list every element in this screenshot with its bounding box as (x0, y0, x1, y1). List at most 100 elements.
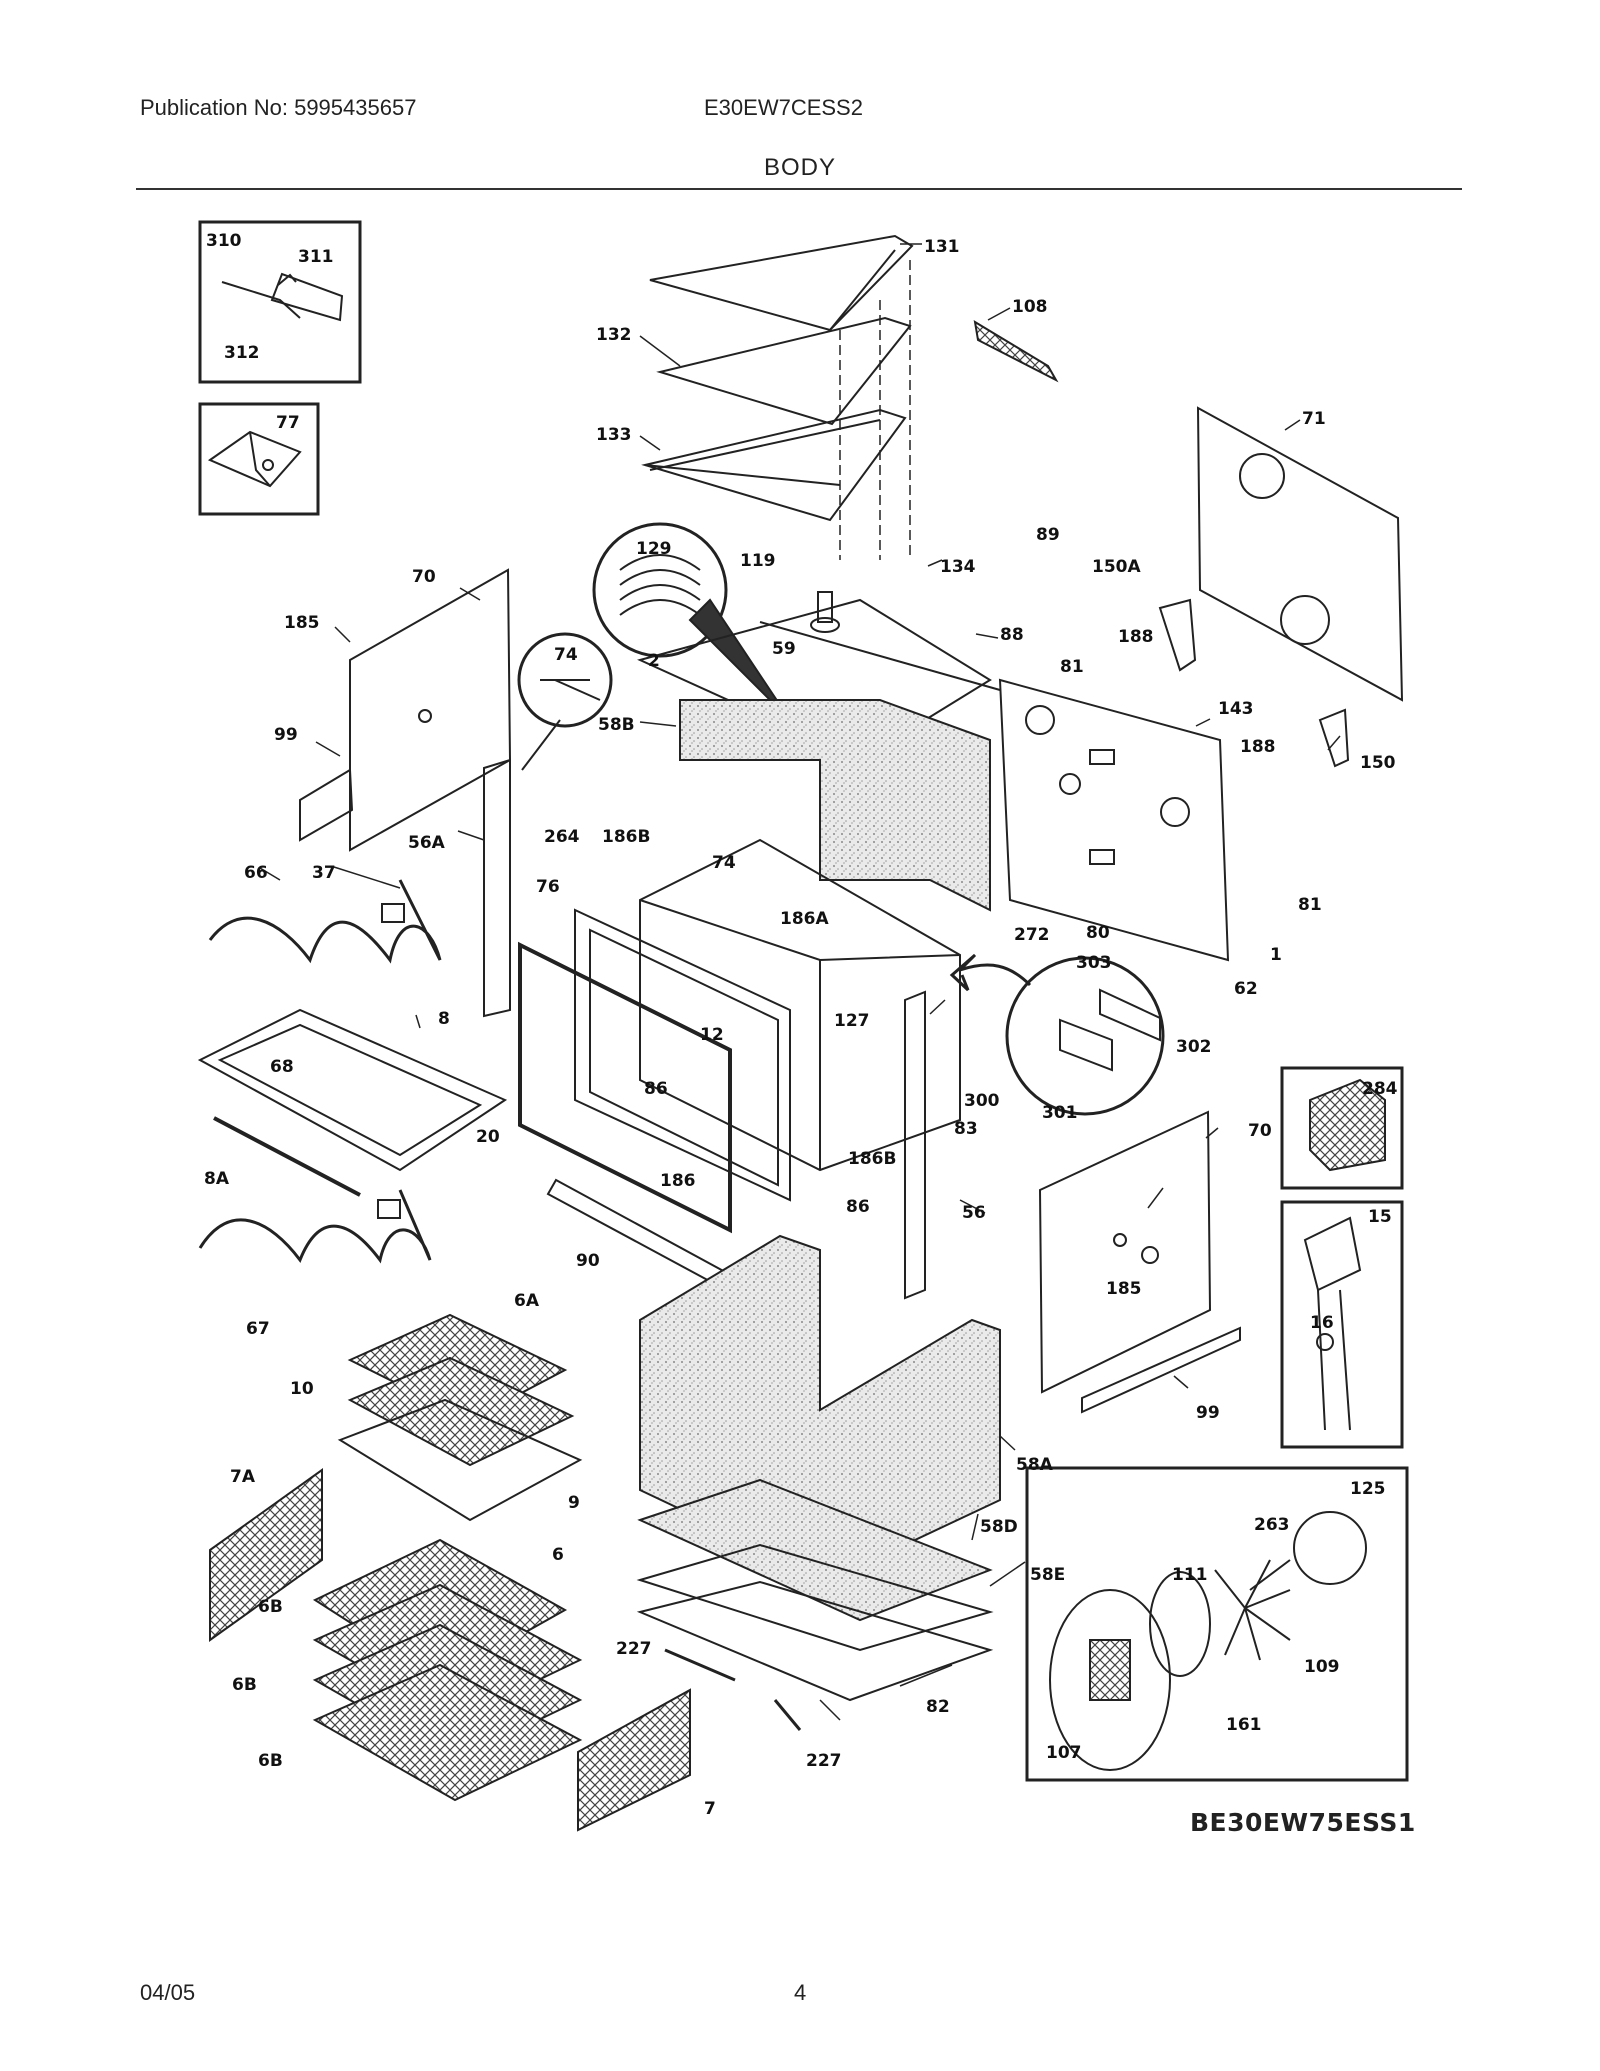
callout-264: 264 (544, 827, 580, 847)
callout-311: 311 (298, 247, 334, 267)
callout-7: 7 (704, 1799, 716, 1819)
callout-263: 263 (1254, 1515, 1290, 1535)
callout-9: 9 (568, 1493, 580, 1513)
top-panel-133 (641, 408, 907, 522)
callout-303: 303 (1076, 953, 1112, 973)
callout-150A: 150A (1092, 557, 1141, 577)
callout-284: 284 (1362, 1079, 1398, 1099)
callout-8A: 8A (204, 1169, 230, 1189)
callout-80: 80 (1086, 923, 1110, 943)
callout-301: 301 (1042, 1103, 1078, 1123)
gasket-20 (518, 941, 732, 1234)
callout-119: 119 (740, 551, 776, 571)
part-108 (973, 320, 1059, 383)
callout-161: 161 (1226, 1715, 1262, 1735)
callout-20: 20 (476, 1127, 500, 1147)
insulation-58B (679, 699, 991, 912)
broil-element-66 (208, 879, 442, 964)
diagram-id: BE30EW75ESS1 (1190, 1808, 1416, 1837)
callout-81-top: 81 (1060, 657, 1084, 677)
callout-89: 89 (1036, 525, 1060, 545)
callout-111: 111 (1172, 1565, 1208, 1585)
callout-107: 107 (1046, 1743, 1082, 1763)
callout-86-bottom: 86 (846, 1197, 870, 1217)
callout-88: 88 (1000, 625, 1024, 645)
side-panel-70-right (1038, 1110, 1212, 1394)
strip-56 (904, 990, 926, 1300)
callout-70-left: 70 (412, 567, 436, 587)
fan-cover-107 (1049, 1589, 1171, 1771)
rear-panel-1 (998, 678, 1230, 962)
callout-2: 2 (648, 651, 660, 671)
broil-tray-9 (337, 1398, 583, 1522)
spring-inset-129 (592, 522, 728, 658)
callout-188-right: 188 (1240, 737, 1276, 757)
callout-186: 186 (660, 1171, 696, 1191)
callout-59: 59 (772, 639, 796, 659)
callout-6B-2: 6B (232, 1675, 257, 1695)
callout-312: 312 (224, 343, 260, 363)
publication-number: Publication No: 5995435657 (140, 95, 417, 120)
callout-71: 71 (1302, 409, 1326, 429)
callout-66: 66 (244, 863, 268, 883)
callout-186B-top: 186B (602, 827, 650, 847)
bake-element-67 (198, 1189, 432, 1264)
footer-date: 04/05 (140, 1980, 196, 2005)
callout-125: 125 (1350, 1479, 1386, 1499)
callout-188-top: 188 (1118, 627, 1154, 647)
footer-page-number: 4 (794, 1980, 807, 2005)
callout-6A: 6A (514, 1291, 540, 1311)
side-panel-70-left (349, 568, 512, 852)
callout-76: 76 (536, 877, 560, 897)
callout-6: 6 (552, 1545, 564, 1565)
callout-109: 109 (1304, 1657, 1340, 1677)
callout-16: 16 (1310, 1313, 1334, 1333)
callout-99-right: 99 (1196, 1403, 1220, 1423)
callout-6B-3: 6B (258, 1751, 283, 1771)
callout-300: 300 (964, 1091, 1000, 1111)
top-panel-132 (656, 316, 912, 426)
rack-guide-7A (209, 1468, 323, 1642)
callout-68: 68 (270, 1057, 294, 1077)
callout-150: 150 (1360, 753, 1396, 773)
callout-74-body: 74 (712, 853, 736, 873)
top-panel-131 (649, 234, 914, 332)
screw-inset-74 (517, 632, 613, 728)
callout-58D: 58D (980, 1517, 1018, 1537)
callout-86-top: 86 (644, 1079, 668, 1099)
latch-inset (1005, 956, 1165, 1116)
callout-133: 133 (596, 425, 632, 445)
inset-box-15 (1280, 1200, 1404, 1449)
callout-58B: 58B (598, 715, 635, 735)
callout-56: 56 (962, 1203, 986, 1223)
callout-186B-bottom: 186B (848, 1149, 896, 1169)
callout-8: 8 (438, 1009, 450, 1029)
callout-310: 310 (206, 231, 242, 251)
callout-67: 67 (246, 1319, 270, 1339)
callout-185-left: 185 (284, 613, 320, 633)
callout-37: 37 (312, 863, 336, 883)
callout-7A: 7A (230, 1467, 256, 1487)
fan-ring-161 (1149, 1571, 1211, 1677)
callout-81-bottom: 81 (1298, 895, 1322, 915)
callout-58A: 58A (1016, 1455, 1054, 1475)
callout-227-left: 227 (616, 1639, 652, 1659)
inset-box-310 (198, 220, 362, 384)
callout-58E: 58E (1030, 1565, 1065, 1585)
callout-227-bottom: 227 (806, 1751, 842, 1771)
inset-box-77 (198, 402, 320, 516)
callout-99-left: 99 (274, 725, 298, 745)
callout-127: 127 (834, 1011, 870, 1031)
callout-10: 10 (290, 1379, 314, 1399)
model-number: E30EW7CESS2 (704, 95, 863, 120)
back-panel-71 (1196, 406, 1404, 702)
tray-8 (197, 1008, 508, 1172)
oven-cavity (639, 838, 961, 1172)
callout-129: 129 (636, 539, 672, 559)
fan-motor-125 (1293, 1511, 1367, 1585)
header-divider (136, 188, 1462, 190)
callout-74-inset: 74 (554, 645, 578, 665)
callout-83: 83 (954, 1119, 978, 1139)
callout-185-right: 185 (1106, 1279, 1142, 1299)
callout-1: 1 (1270, 945, 1282, 965)
